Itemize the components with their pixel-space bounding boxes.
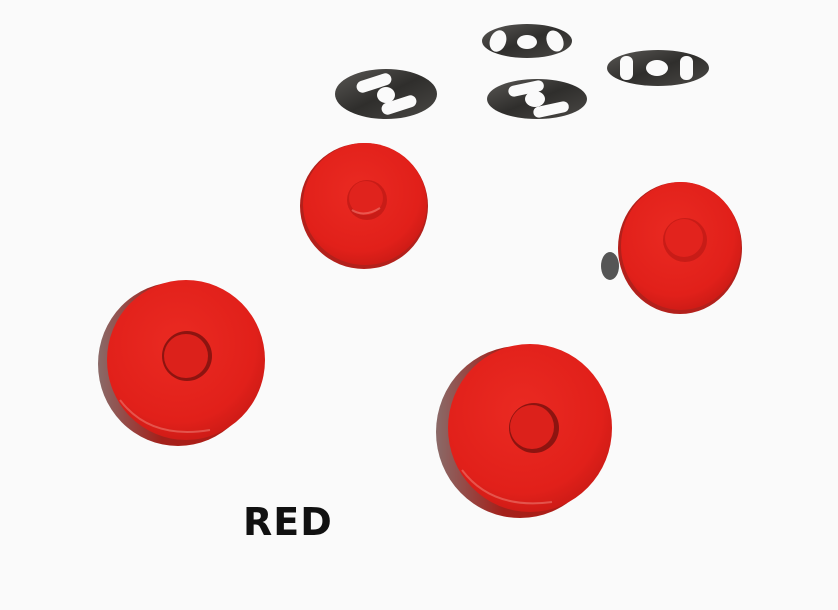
washer-2 [482, 24, 572, 58]
large-snap-button-2 [436, 344, 612, 518]
washer-3 [487, 79, 587, 119]
large-snap-button-1 [98, 280, 265, 446]
washer-4 [607, 50, 709, 86]
small-snap-button-1 [300, 143, 428, 269]
small-snap-button-2 [601, 182, 742, 314]
color-caption: RED [243, 500, 333, 544]
washer-1 [335, 69, 437, 119]
